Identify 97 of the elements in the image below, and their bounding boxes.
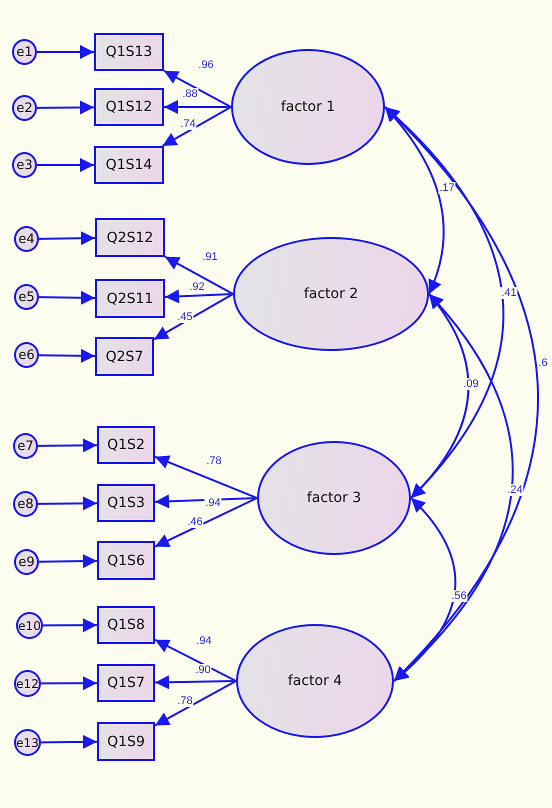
variable-name: Q1S6 [107, 552, 145, 568]
observed-variable-box [95, 337, 154, 376]
observed-variable-box [97, 664, 155, 702]
path-coefficient-label: .46 [186, 516, 204, 528]
error-term-circle [14, 670, 41, 697]
arrow [38, 438, 98, 452]
path-coefficient-label: .96 [197, 59, 215, 71]
observed-variable-box [97, 541, 155, 580]
error-term-circle [14, 284, 39, 310]
arrow [164, 256, 234, 295]
arrow [154, 638, 236, 682]
path-coefficient-label: .41 [500, 287, 518, 299]
arrow [38, 231, 96, 246]
path-coefficient-label: .45 [176, 311, 194, 323]
error-term-circle [13, 433, 38, 459]
arrow [154, 675, 236, 690]
error-term-circle [14, 226, 39, 252]
error-term-circle [12, 95, 37, 121]
path-coefficient-label: .94 [204, 497, 222, 509]
variable-name: factor 4 [288, 673, 342, 689]
arrow [38, 496, 98, 510]
error-term-circle [14, 729, 41, 756]
path-coefficient-label: .09 [462, 378, 480, 390]
variable-name: Q1S14 [106, 157, 152, 173]
path-coefficient-label: .94 [195, 635, 213, 647]
observed-variable-box [94, 88, 164, 126]
variable-name: e8 [17, 496, 34, 512]
variable-name: Q1S9 [107, 734, 145, 750]
arrow [37, 45, 94, 59]
arrow [40, 734, 98, 749]
arrow [162, 106, 232, 147]
variable-name: Q1S7 [107, 675, 145, 691]
observed-variable-box [97, 722, 155, 761]
observed-variable-box [95, 218, 165, 257]
arrow [154, 293, 234, 340]
variable-name: Q1S8 [107, 617, 145, 633]
arrow [38, 290, 96, 305]
path-coefficient-label: .91 [201, 251, 219, 263]
error-term-circle [12, 152, 37, 178]
arrow [41, 676, 97, 690]
observed-variable-box [97, 426, 155, 464]
variable-name: Q1S12 [106, 99, 152, 115]
observed-variable-box [97, 484, 155, 522]
correlation-arrow [393, 497, 456, 682]
variable-name: e6 [18, 348, 35, 362]
variable-name: e9 [18, 554, 35, 570]
error-term-circle [12, 39, 37, 65]
variable-name: e12 [16, 676, 39, 690]
path-coefficient-label: .90 [194, 664, 212, 676]
variable-name: Q1S2 [107, 437, 145, 453]
variable-name: factor 1 [280, 99, 336, 115]
variable-name: e13 [16, 736, 39, 750]
path-coefficient-label: .74 [179, 118, 197, 130]
correlation-arrow [384, 106, 504, 499]
arrow [164, 289, 234, 304]
variable-name: e5 [18, 290, 35, 304]
variable-name: Q1S13 [106, 44, 152, 60]
arrow [164, 70, 232, 108]
observed-variable-box [94, 146, 164, 184]
path-coefficient-label: .17 [438, 182, 456, 194]
path-coefficient-label: .78 [176, 695, 194, 707]
arrow [154, 456, 258, 499]
path-coefficient-label: .88 [181, 88, 199, 100]
variable-name: factor 3 [306, 490, 362, 506]
arrow [38, 554, 98, 568]
arrow [154, 680, 236, 726]
observed-variable-box [97, 606, 155, 644]
error-term-circle [14, 549, 39, 575]
variable-name: Q2S7 [106, 348, 144, 364]
variable-name: Q1S3 [107, 495, 145, 511]
arrow [154, 494, 258, 508]
variable-name: Q2S11 [106, 290, 154, 306]
variable-name: e7 [17, 438, 34, 454]
observed-variable-box [95, 279, 165, 318]
variable-name: e10 [18, 618, 41, 632]
arrow [37, 158, 94, 172]
variable-name: e3 [16, 158, 33, 172]
variable-name: e4 [18, 232, 35, 246]
path-coefficient-label: .6 [537, 357, 549, 369]
arrow [164, 100, 231, 114]
variable-name: Q2S12 [106, 230, 154, 246]
arrow [43, 618, 97, 632]
path-coefficient-label: .92 [188, 281, 206, 293]
error-term-circle [14, 342, 39, 368]
path-coefficient-label: .24 [506, 484, 524, 496]
variable-name: e2 [16, 100, 33, 116]
arrow [36, 100, 94, 114]
variable-name: factor 2 [304, 286, 358, 302]
correlation-arrow [384, 106, 445, 294]
error-term-circle [13, 491, 38, 517]
observed-variable-box [94, 33, 164, 71]
arrow [154, 497, 258, 548]
path-coefficient-label: .78 [205, 455, 223, 467]
error-term-circle [16, 612, 43, 639]
path-coefficient-label: .56 [450, 590, 468, 602]
variable-name: e1 [16, 44, 33, 60]
arrow [38, 348, 96, 363]
